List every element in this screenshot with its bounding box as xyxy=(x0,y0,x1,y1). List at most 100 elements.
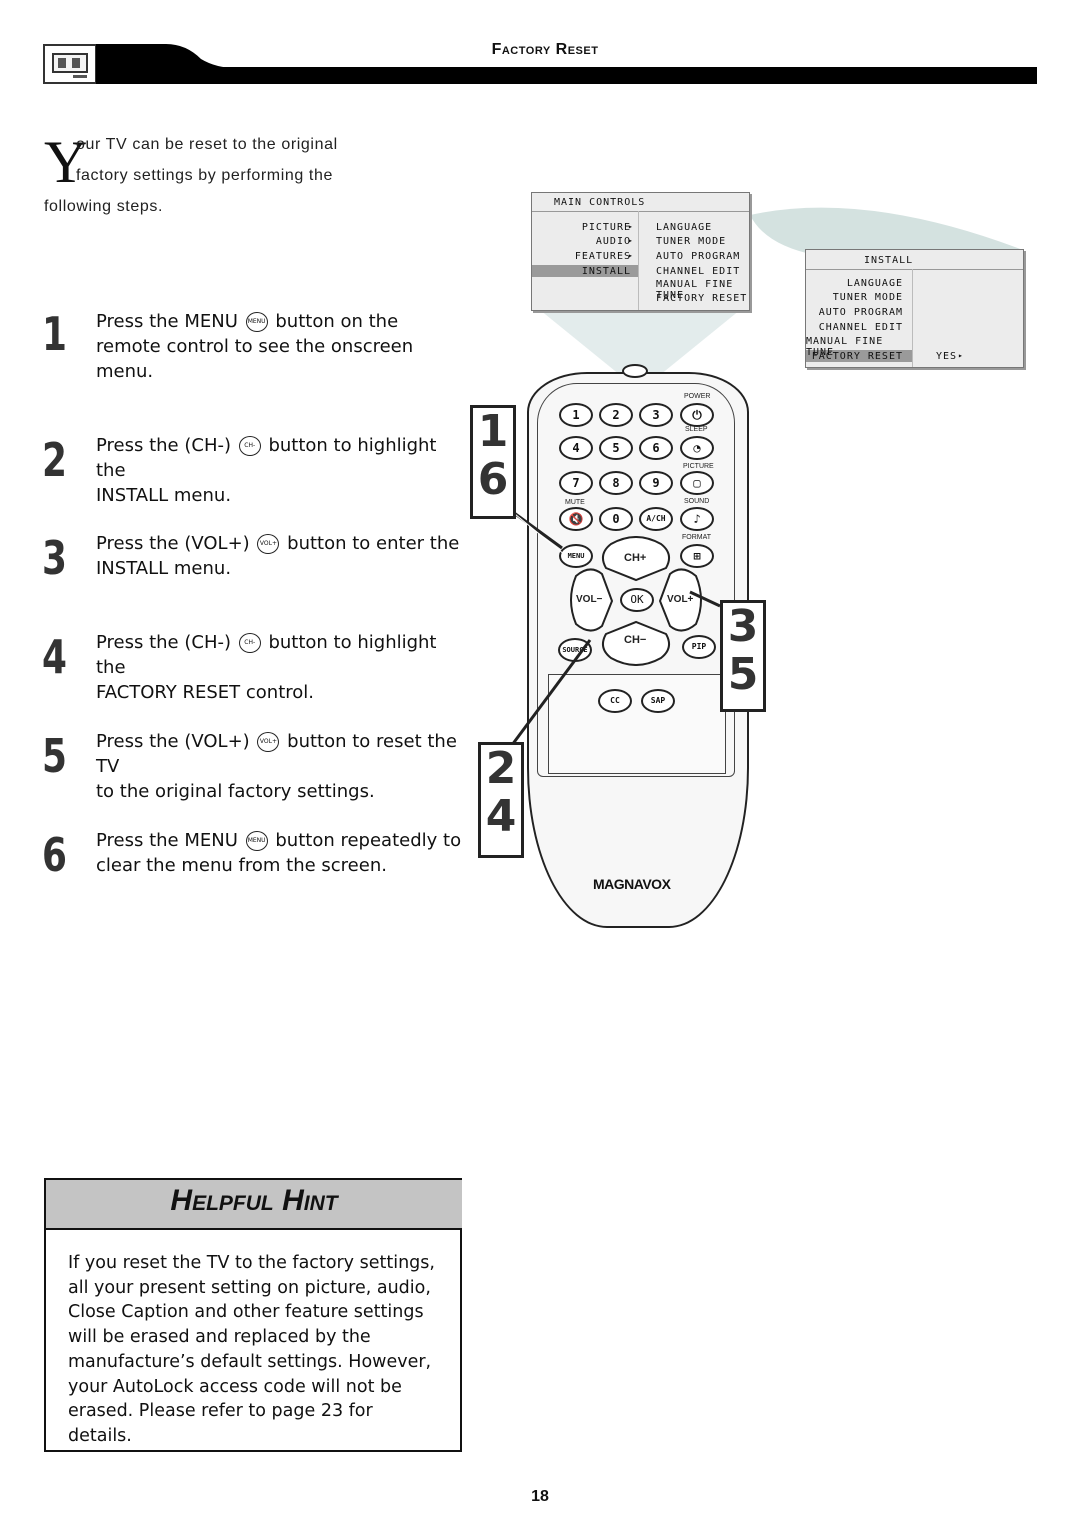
menu-item-language[interactable]: LANGUAGE xyxy=(846,278,903,289)
main-controls-menu: MAIN CONTROLS PICTURE AUDIO FEATURES INS… xyxy=(531,192,750,311)
format-button[interactable]: ⊞ xyxy=(680,544,714,568)
hint-line: will be erased and replaced by the xyxy=(68,1327,371,1348)
sap-button[interactable]: SAP xyxy=(641,689,675,713)
remote-lower-panel xyxy=(548,674,726,774)
menu-item-auto-program[interactable]: AUTO PROGRAM xyxy=(656,251,741,262)
ch-down-button-icon: CH- xyxy=(238,436,261,456)
step-text-part: INSTALL menu. xyxy=(96,558,232,579)
step-number: 1 xyxy=(42,307,67,361)
menu-item-install[interactable]: INSTALL xyxy=(581,266,631,277)
hint-line: all your present setting on picture, aud… xyxy=(68,1277,431,1298)
callout-3-5: 3 5 xyxy=(720,600,766,712)
ch-up-button[interactable]: CH+ xyxy=(624,552,647,564)
sound-button[interactable]: ♪ xyxy=(680,507,714,531)
step-text-part: Press the MENU xyxy=(96,311,238,332)
cc-button[interactable]: CC xyxy=(598,689,632,713)
step-text-part: button to enter the xyxy=(287,533,460,554)
sleep-button[interactable]: ◔ xyxy=(680,436,714,460)
intro-line-2: factory settings by performing the xyxy=(76,167,333,184)
vol-down-button[interactable]: VOL− xyxy=(576,594,603,605)
step-number: 4 xyxy=(42,630,67,684)
hint-line: your AutoLock access code will not be xyxy=(68,1376,402,1397)
key-2[interactable]: 2 xyxy=(599,403,633,427)
callout-lines xyxy=(509,508,721,746)
brand-logo: MAGNAVOX xyxy=(593,876,671,892)
hint-line: Close Caption and other feature settings xyxy=(68,1302,424,1323)
key-8[interactable]: 8 xyxy=(599,471,633,495)
key-4[interactable]: 4 xyxy=(559,436,593,460)
menu-button-icon: MENU xyxy=(245,831,268,851)
menu-item-manual-fine-tune[interactable]: MANUAL FINE TUNE xyxy=(656,279,734,301)
helpful-hint-text: If you reset the TV to the factory setti… xyxy=(68,1251,440,1449)
step-text-part: button repeatedly to xyxy=(275,830,462,851)
pip-button[interactable]: PIP xyxy=(682,635,716,659)
step-text-part: Press the (CH-) xyxy=(96,632,231,653)
arrow-right-icon: ▸ xyxy=(628,236,634,245)
ch-down-button[interactable]: CH− xyxy=(624,634,647,646)
menu-button[interactable]: MENU xyxy=(559,544,593,568)
remote-keypad-panel xyxy=(537,383,735,777)
picture-button[interactable]: ▢ xyxy=(680,471,714,495)
step-text: Press the (VOL+) VOL+ button to reset th… xyxy=(96,729,468,804)
callout-label: 5 xyxy=(727,649,759,700)
menu-item-tuner-mode[interactable]: TUNER MODE xyxy=(832,292,903,303)
callout-label: 3 xyxy=(727,601,759,652)
mute-button[interactable]: 🔇 xyxy=(559,507,593,531)
factory-reset-value[interactable]: YES xyxy=(936,351,958,362)
step-text-part: clear the menu from the screen. xyxy=(96,855,387,876)
sleep-label: SLEEP xyxy=(685,426,708,433)
menu-item-auto-program[interactable]: AUTO PROGRAM xyxy=(818,307,903,318)
menu-item-language[interactable]: LANGUAGE xyxy=(656,222,713,233)
format-label: FORMAT xyxy=(682,534,712,541)
ok-button[interactable]: OK xyxy=(620,588,654,612)
step-text-part: menu. xyxy=(96,361,154,382)
key-3[interactable]: 3 xyxy=(639,403,673,427)
helpful-hint-box xyxy=(44,1178,462,1452)
menu-button-icon: MENU xyxy=(245,312,268,332)
step-text: Press the (CH-) CH- button to highlight … xyxy=(96,433,468,508)
remote-led xyxy=(622,364,648,378)
key-7[interactable]: 7 xyxy=(559,471,593,495)
helpful-hint-title: Helpful Hint xyxy=(170,1184,338,1217)
callout-1-6: 1 6 xyxy=(470,405,516,519)
d-pad xyxy=(570,536,702,666)
step-text-part: INSTALL menu. xyxy=(96,485,232,506)
menu-item-tuner-mode[interactable]: TUNER MODE xyxy=(656,236,727,247)
picture-label: PICTURE xyxy=(683,463,714,470)
step-text: Press the MENU MENU button repeatedly to… xyxy=(96,828,468,878)
menu-item-audio[interactable]: AUDIO xyxy=(595,236,631,247)
menu-item-factory-reset[interactable]: FACTORY RESET xyxy=(656,293,748,304)
step-text-part: Press the (VOL+) xyxy=(96,533,250,554)
hint-line: manufacture’s default settings. However, xyxy=(68,1351,432,1372)
helpful-hint-header xyxy=(46,1180,462,1230)
vol-up-button[interactable]: VOL+ xyxy=(667,594,694,605)
key-1[interactable]: 1 xyxy=(559,403,593,427)
menu-item-channel-edit[interactable]: CHANNEL EDIT xyxy=(656,266,741,277)
step-text: Press the MENU MENU button on the remote… xyxy=(96,309,468,384)
callout-label: 1 xyxy=(477,406,509,457)
key-0[interactable]: 0 xyxy=(599,507,633,531)
menu-item-picture[interactable]: PICTURE xyxy=(581,222,631,233)
key-5[interactable]: 5 xyxy=(599,436,633,460)
step-text: Press the (VOL+) VOL+ button to enter th… xyxy=(96,531,468,581)
menu-title: INSTALL xyxy=(864,255,914,266)
menu-item-manual-fine-tune[interactable]: MANUAL FINE TUNE xyxy=(806,336,884,358)
intro-line-1: our TV can be reset to the original xyxy=(76,136,338,153)
key-9[interactable]: 9 xyxy=(639,471,673,495)
alt-channel-button[interactable]: A/CH xyxy=(639,507,673,531)
page-title: Factory Reset xyxy=(491,41,599,58)
hint-line: erased. Please refer to page 23 for deta… xyxy=(68,1401,373,1446)
key-6[interactable]: 6 xyxy=(639,436,673,460)
step-number: 3 xyxy=(42,531,67,585)
step-number: 2 xyxy=(42,433,67,487)
step-text-part: Press the MENU xyxy=(96,830,238,851)
screen-beam xyxy=(540,310,740,375)
menu-item-channel-edit[interactable]: CHANNEL EDIT xyxy=(818,322,903,333)
ch-down-button-icon: CH- xyxy=(238,633,261,653)
menu-item-factory-reset[interactable]: FACTORY RESET xyxy=(811,351,903,362)
menu-item-features[interactable]: FEATURES xyxy=(574,251,631,262)
step-text-part: button to reset the TV xyxy=(96,731,457,777)
power-button[interactable]: ⏻ xyxy=(680,403,714,427)
arrow-right-icon: ▸ xyxy=(958,351,964,360)
page-number: 18 xyxy=(531,1488,549,1505)
